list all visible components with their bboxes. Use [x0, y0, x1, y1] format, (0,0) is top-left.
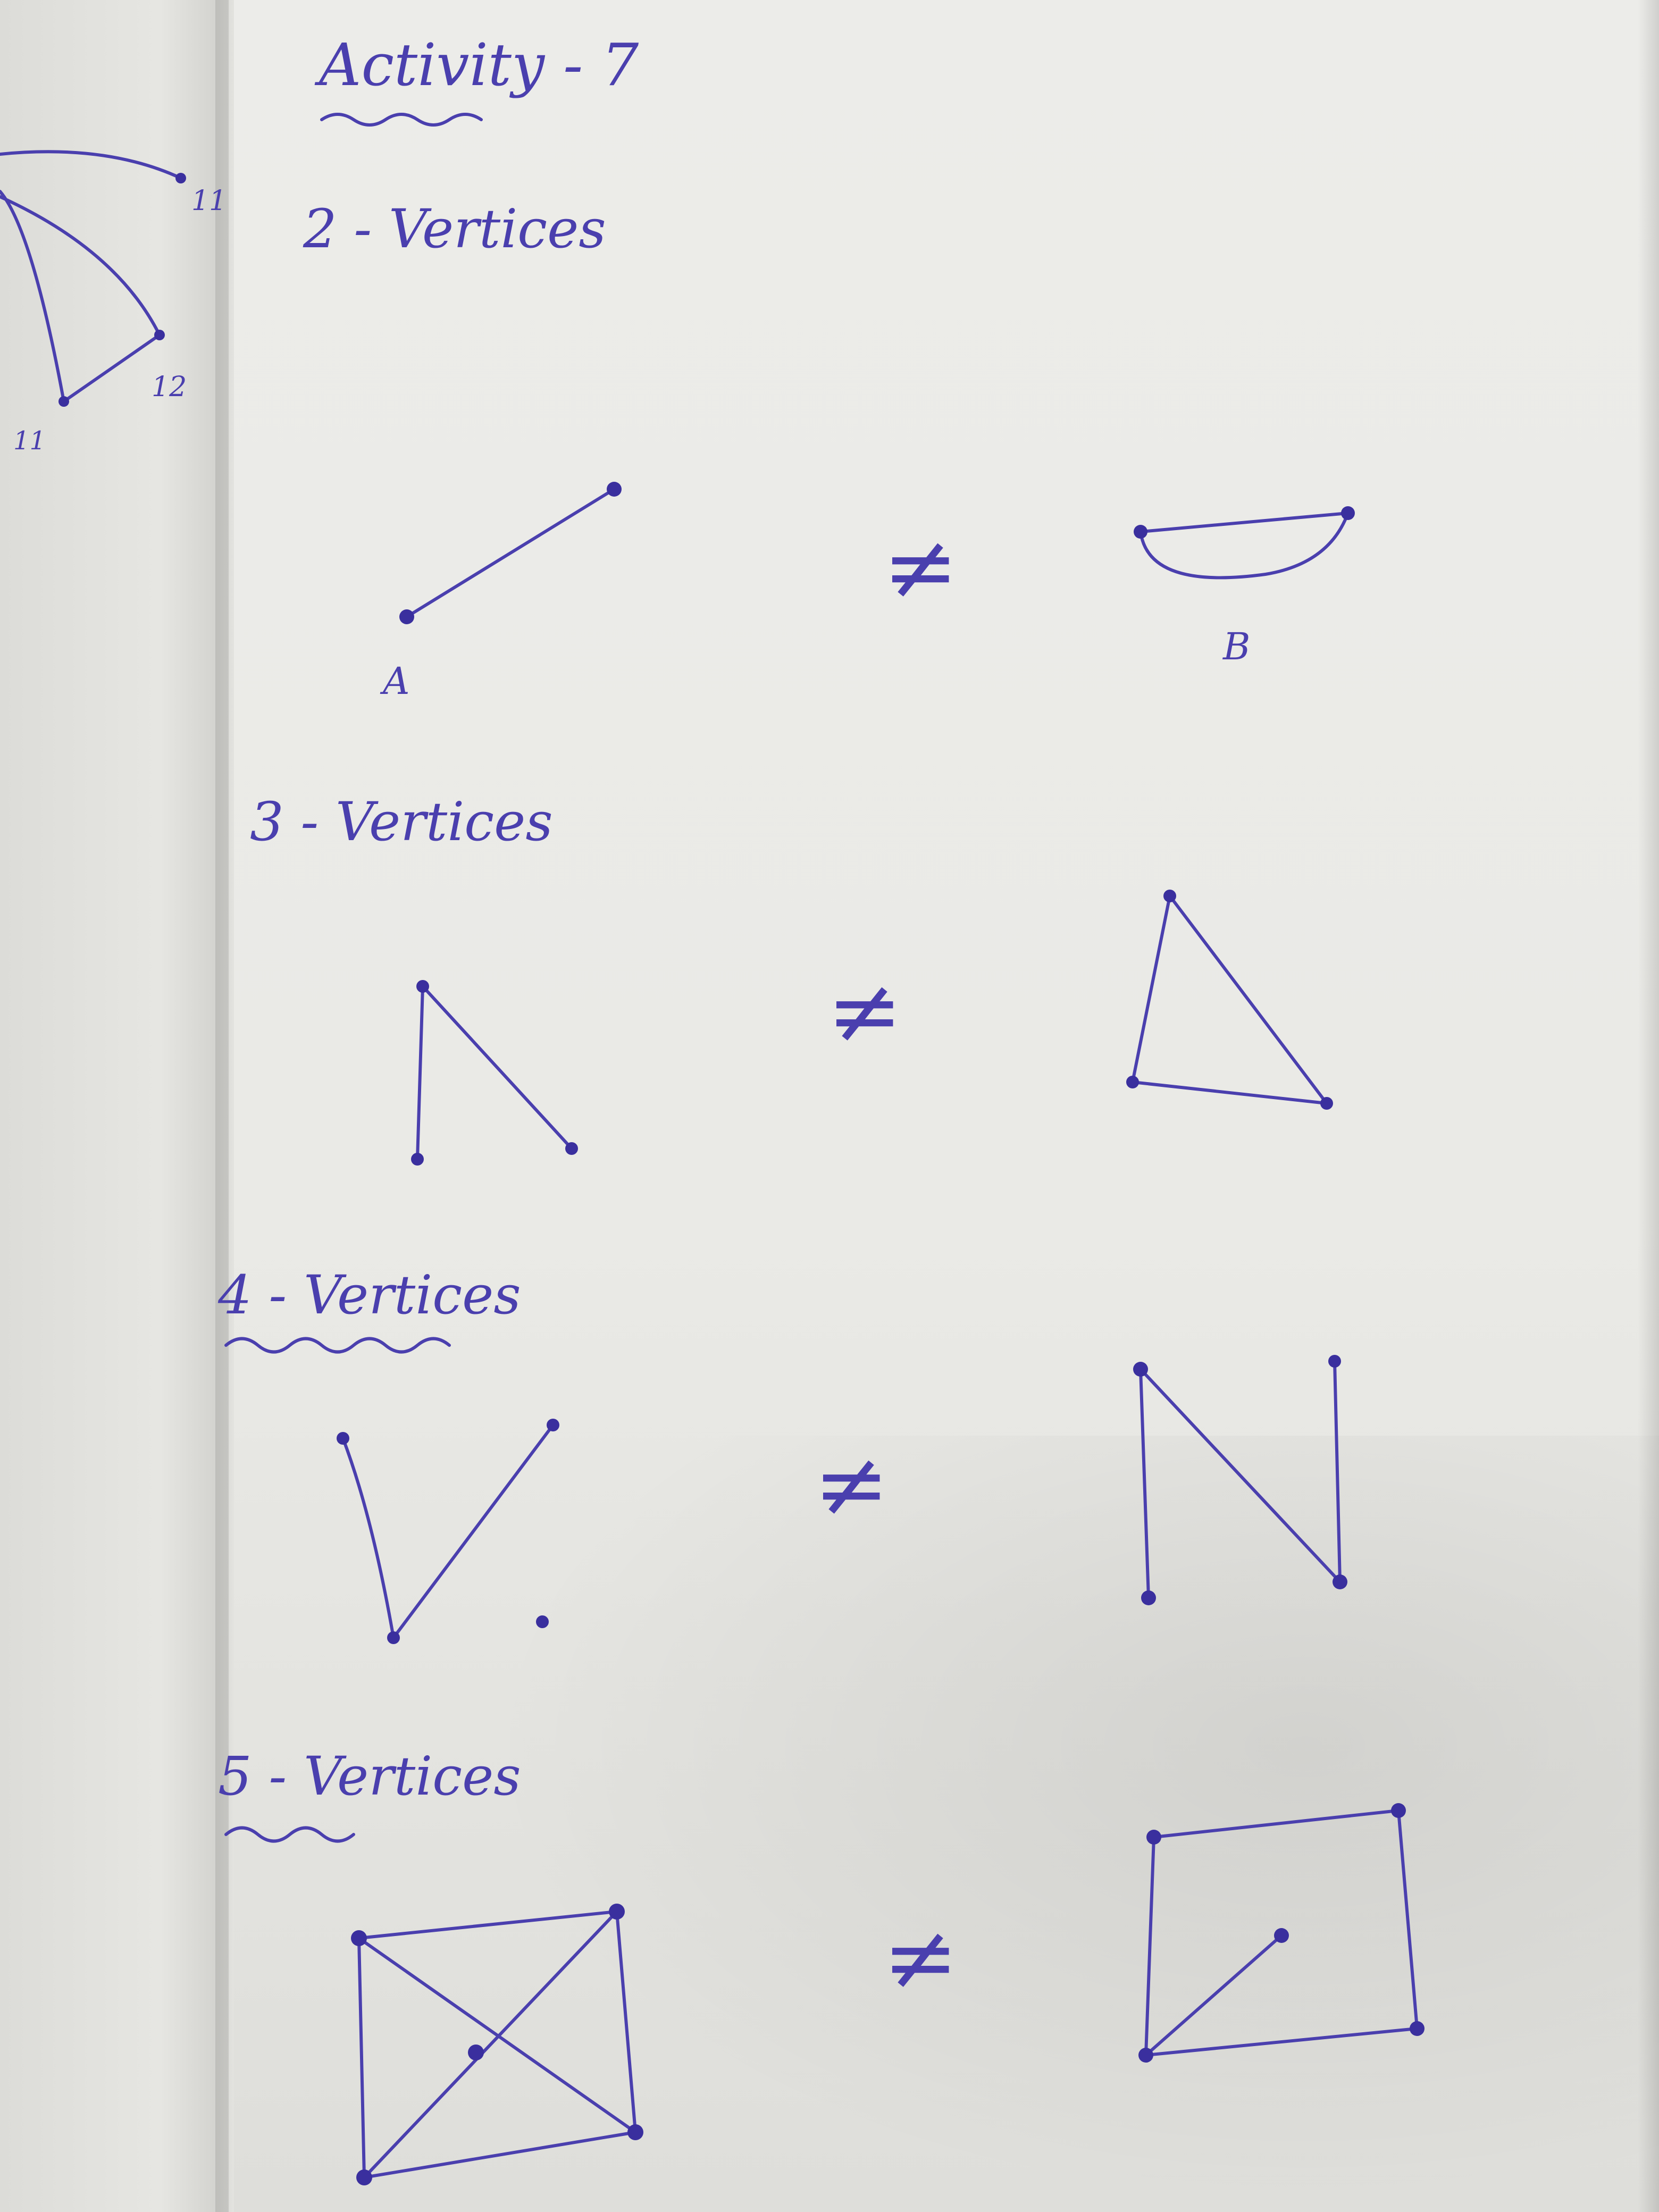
edge: [392, 1423, 555, 1639]
vertex: [356, 2169, 372, 2185]
left-vertex: [154, 330, 165, 340]
graph-2-vertices-b: [1134, 506, 1355, 580]
edge: [416, 985, 424, 1161]
vertex: [1320, 1097, 1333, 1110]
graph-3-vertices-b: [1126, 890, 1333, 1110]
vertex: [399, 609, 414, 624]
vertex: [337, 1432, 349, 1445]
left-edge-line: [0, 190, 65, 403]
edge: [421, 985, 573, 1150]
graph-2-vertices-a: [399, 482, 622, 624]
label-a: A: [380, 659, 410, 703]
vertex: [387, 1631, 400, 1644]
graph-4-vertices-b: [1133, 1355, 1347, 1605]
page-heading: Activity - 7: [314, 31, 639, 99]
vertex: [1134, 525, 1147, 539]
vertex: [607, 482, 622, 497]
diagonal-edge: [363, 1910, 618, 2179]
vertex: [411, 1153, 424, 1166]
vertex: [609, 1904, 625, 1920]
left-label-11: 11: [191, 185, 227, 217]
section-title-2-vertices: 2 - Vertices: [303, 198, 606, 260]
n-shape-edges: [1139, 1360, 1342, 1599]
vertex: [1138, 2048, 1153, 2063]
edge: [405, 488, 616, 618]
left-edge-bottom: [62, 333, 161, 403]
graph-4-vertices-a: [337, 1419, 559, 1644]
label-b: B: [1222, 625, 1250, 668]
vertex: [1410, 2021, 1425, 2036]
not-equal-symbol-4: ≠: [883, 1905, 958, 2010]
inner-edge: [1144, 1934, 1283, 2057]
vertex: [1391, 1803, 1406, 1818]
isolated-vertex: [536, 1615, 549, 1628]
edge: [341, 1437, 395, 1639]
title-underline: [224, 1337, 451, 1354]
vertex: [1333, 1574, 1347, 1589]
triangle-edges: [1131, 894, 1328, 1105]
right-notebook-page: [234, 0, 1659, 2212]
section-title-4-vertices: 4 - Vertices: [217, 1264, 521, 1326]
vertex: [627, 2124, 643, 2140]
inner-vertex: [1274, 1928, 1289, 1943]
vertex: [1126, 1076, 1139, 1088]
vertex: [1133, 1362, 1148, 1377]
left-edge-curve-2: [0, 195, 161, 337]
vertex: [351, 1930, 367, 1946]
left-notebook-page: [0, 0, 229, 2212]
vertex: [1328, 1355, 1341, 1368]
not-equal-symbol-1: ≠: [883, 515, 958, 620]
vertex: [1141, 1590, 1156, 1605]
left-label-11b: 11: [13, 426, 46, 456]
page-edge-shadow: [1638, 0, 1659, 2212]
vertex: [1146, 1830, 1161, 1845]
graph-5-vertices-b: [1138, 1803, 1425, 2063]
vertex: [1341, 506, 1355, 520]
left-vertex: [175, 173, 186, 183]
section-title-3-vertices: 3 - Vertices: [250, 791, 553, 853]
vertex: [547, 1419, 559, 1431]
edge: [1139, 512, 1350, 533]
edge-curve: [1139, 512, 1350, 580]
left-vertex: [58, 396, 69, 407]
graph-5-vertices-a: [351, 1904, 643, 2185]
not-equal-symbol-3: ≠: [814, 1432, 889, 1537]
left-edge-curve: [0, 150, 182, 180]
vertex: [1163, 890, 1176, 902]
graph-3-vertices-a: [411, 980, 578, 1166]
title-underline: [224, 1826, 355, 1843]
section-title-5-vertices: 5 - Vertices: [218, 1745, 521, 1807]
center-vertex: [468, 2045, 484, 2060]
vertex: [565, 1142, 578, 1155]
left-label-12: 12: [152, 371, 187, 403]
hand-shadow: [479, 1436, 1659, 2212]
not-equal-symbol-2: ≠: [827, 959, 902, 1064]
vertex: [416, 980, 429, 993]
heading-underline: [320, 113, 483, 127]
left-page-graph: 11 12 11: [0, 150, 227, 456]
